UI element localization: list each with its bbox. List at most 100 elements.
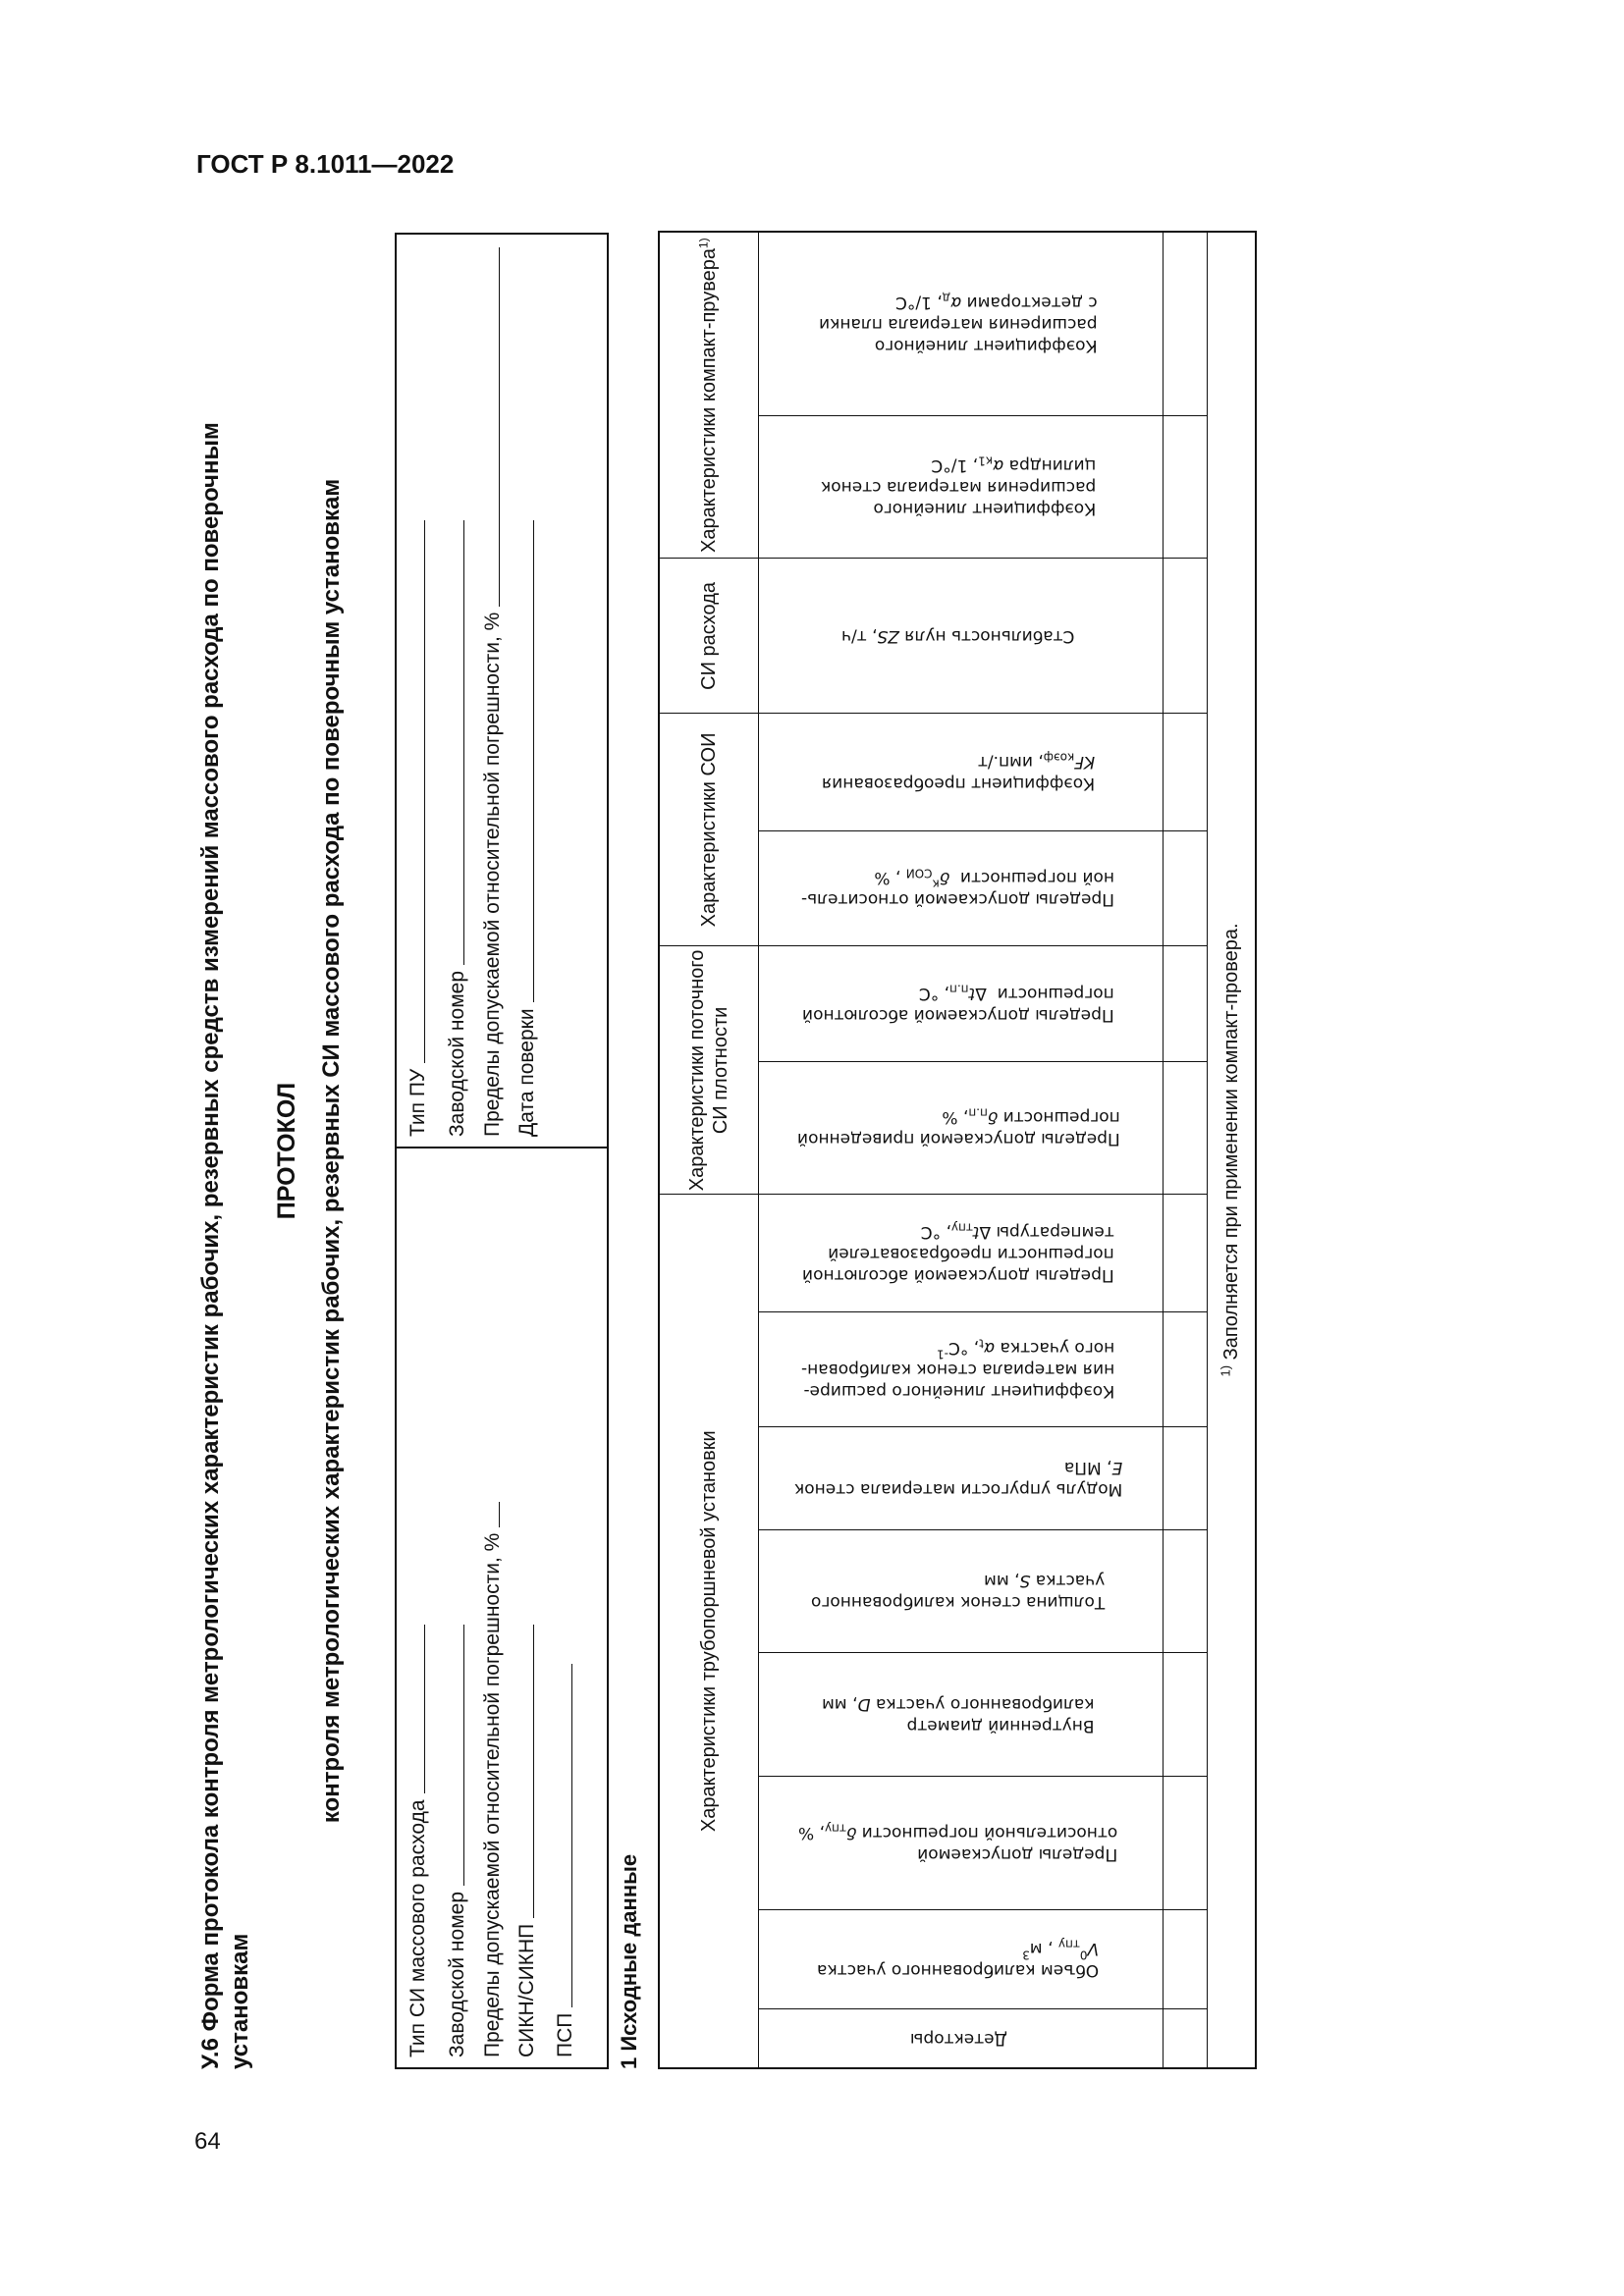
form-field-blank[interactable] — [571, 1664, 572, 2007]
data-cell[interactable] — [1163, 2009, 1208, 2068]
column-header: Внутренний диаметр калиброванного участк… — [758, 1653, 1164, 1777]
data-cell[interactable] — [1163, 945, 1208, 1062]
label-part: Объем калиброванного участка — [817, 1960, 1100, 1981]
label-part: E — [1111, 1458, 1123, 1478]
label-part: δ — [846, 1823, 857, 1842]
label-part: , т/ч — [841, 625, 878, 646]
label-part: δ — [940, 868, 950, 888]
form-field-blank[interactable] — [533, 520, 534, 1003]
protocol-subtitle: контроля метрологических характеристик р… — [318, 478, 345, 1824]
label-part: , м — [1030, 1939, 1059, 1959]
column-header-label: Внутренний диаметр калиброванного участк… — [822, 1693, 1095, 1736]
label-part: D — [857, 1694, 871, 1714]
form-field-label: Тип ПУ — [406, 1068, 429, 1137]
form-field-blank[interactable] — [463, 1625, 464, 1886]
document-code: ГОСТ Р 8.1011—2022 — [196, 149, 455, 179]
form-field-blank[interactable] — [499, 1502, 500, 1527]
label-part: , % — [798, 1823, 826, 1842]
label-part: , мм — [984, 1571, 1020, 1591]
column-header-label: Пределы допускаемой относительной погреш… — [798, 1822, 1117, 1865]
label-part: , °С — [920, 1221, 952, 1242]
form-field-blank[interactable] — [499, 247, 500, 607]
group-header-label: СИ расхода — [698, 581, 720, 690]
form-field[interactable]: ПСП — [548, 1664, 577, 2057]
form-field[interactable]: Пределы допускаемой относительной погреш… — [475, 1502, 505, 2057]
column-header-label: Пределы допускаемой абсолютной погрешнос… — [802, 983, 1114, 1026]
label-part: -1 — [937, 1348, 949, 1362]
data-cell[interactable] — [1163, 1530, 1208, 1653]
data-cell[interactable] — [1163, 830, 1208, 946]
label-part: S — [1019, 1571, 1031, 1591]
data-cell[interactable] — [1163, 558, 1208, 714]
form-field-blank[interactable] — [533, 1625, 534, 1918]
label-part: t — [968, 983, 976, 1003]
data-cell[interactable] — [1163, 415, 1208, 559]
form-field-blank[interactable] — [463, 520, 464, 965]
footnote-row: 1) Заполняется при применении компакт-пр… — [1207, 231, 1256, 2068]
form-field[interactable]: Пределы допускаемой относительной погреш… — [475, 247, 505, 1137]
label-part: к — [933, 878, 941, 892]
page-number: 64 — [194, 2128, 221, 2155]
label-part: , имп./т — [977, 751, 1044, 772]
label-part: , 1/°С — [895, 293, 943, 313]
group-header: Характеристики поточного СИ плотности — [659, 945, 759, 1195]
section-title: У.6 Форма протокола контроля метрологиче… — [196, 422, 255, 2069]
label-part: , % — [874, 868, 907, 888]
label-part: тпу — [951, 1220, 973, 1235]
data-cell[interactable] — [1163, 713, 1208, 831]
label-part: , % — [942, 1107, 968, 1128]
data-cell[interactable] — [1163, 1061, 1208, 1195]
column-header: Коэффициент преобразования KFкоэф, имп./… — [758, 713, 1164, 831]
label-part: V — [1087, 1939, 1100, 1959]
form-field-label: Заводской номер — [446, 971, 468, 1137]
data-cell[interactable] — [1163, 1653, 1208, 1777]
label-part: α — [984, 1338, 996, 1359]
label-part: СОИ — [906, 867, 934, 881]
form-field[interactable]: СИКН/СИКНП — [510, 1625, 539, 2057]
group-header: Характеристики компакт-прувера1) — [659, 231, 759, 559]
data-cell[interactable] — [1163, 1312, 1208, 1427]
data-cell[interactable] — [1163, 1910, 1208, 2009]
data-cell[interactable] — [1163, 231, 1208, 416]
form-field-label: Дата поверки — [515, 1008, 538, 1137]
form-field[interactable]: Заводской номер — [440, 1625, 469, 2057]
form-field[interactable]: Тип СИ массового расхода — [401, 1625, 430, 2057]
source-data-heading: 1 Исходные данные — [617, 1853, 641, 2069]
label-part: Стабильность нуля — [899, 625, 1075, 646]
column-header: Пределы допускаемой относительной погреш… — [758, 1777, 1164, 1910]
label-part: α — [950, 293, 962, 313]
label-part: , 1/°С — [931, 455, 978, 476]
form-field[interactable]: Дата поверки — [510, 520, 539, 1137]
form-field-blank[interactable] — [424, 1625, 425, 1794]
label-part: коэф — [1043, 750, 1075, 765]
label-part: Коэффициент преобразования — [821, 773, 1096, 793]
data-cell[interactable] — [1163, 1777, 1208, 1910]
column-header-label: Толщина стенок калиброванного участка S,… — [811, 1571, 1105, 1614]
column-header-label: Коэффициент преобразования KFкоэф, имп./… — [822, 751, 1095, 794]
label-part: Внутренний диаметр калиброванного участк… — [876, 1694, 1095, 1735]
group-header-label: Характеристики СОИ — [698, 732, 720, 928]
column-header-label: Коэффициент линейного расширения материа… — [819, 292, 1098, 356]
column-header: Пределы допускаемой приведенной погрешно… — [758, 1061, 1164, 1195]
label-part: Пределы допускаемой относительной погреш… — [862, 1823, 1118, 1864]
label-part: α — [992, 455, 1004, 476]
form-field[interactable]: Тип ПУ — [401, 520, 430, 1137]
form-field-blank[interactable] — [424, 520, 425, 1063]
column-header-label: Пределы допускаемой относитель- ной погр… — [801, 867, 1114, 910]
data-cell[interactable] — [1163, 1194, 1208, 1312]
label-part: ZS — [877, 625, 900, 646]
column-header: Толщина стенок калиброванного участка S,… — [758, 1530, 1164, 1653]
title-line: У.6 Форма протокола контроля метрологиче… — [197, 422, 224, 2069]
form-field[interactable]: Заводской номер — [440, 520, 469, 1137]
form-right-column: Тип ПУ Заводской номер Пределы допускаемой… — [397, 235, 607, 1147]
group-header-label: Характеристики компакт-прувера — [698, 248, 720, 553]
form-field-label: Пределы допускаемой относительной погреш… — [481, 1532, 504, 2057]
column-header: Коэффициент линейного расшире- ния матер… — [758, 1312, 1164, 1427]
data-cell[interactable] — [1163, 1427, 1208, 1530]
form-field-label: ПСП — [554, 2012, 576, 2057]
